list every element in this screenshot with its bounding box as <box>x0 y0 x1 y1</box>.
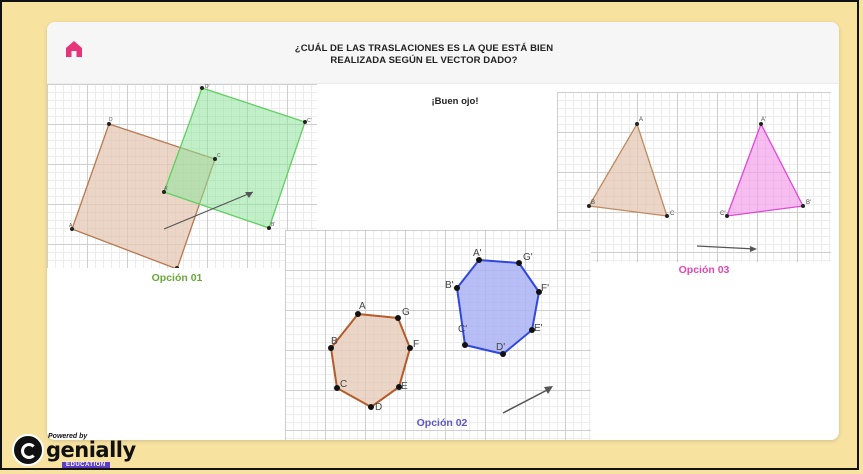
vertex-label: G <box>402 307 410 318</box>
vertex-label: D <box>109 117 113 123</box>
option-03-image[interactable]: A B C A' C' B' <box>557 92 831 262</box>
vertex-label: B <box>591 200 595 206</box>
option-03-label: Opción 03 <box>678 264 730 276</box>
vertex-label: A <box>639 117 643 123</box>
vertex-label: D' <box>496 342 505 353</box>
slide-card: ¿CUÁL DE LAS TRASLACIONES ES LA QUE ESTÁ… <box>47 22 839 440</box>
vertex-label: D' <box>205 84 210 90</box>
page-title: ¿CUÁL DE LAS TRASLACIONES ES LA QUE ESTÁ… <box>294 43 554 66</box>
education-badge: EDUCATION <box>62 462 110 468</box>
vertex-label: E' <box>534 323 543 334</box>
genially-logo-icon <box>12 434 44 466</box>
genially-brand: genially <box>46 438 136 462</box>
vertex-label: C <box>670 211 675 217</box>
vertex-label: B' <box>806 200 811 206</box>
vertex-label: A' <box>164 186 168 192</box>
vertex-label: D <box>375 402 382 413</box>
vertex-label: F' <box>541 283 549 294</box>
hint-text: ¡Buen ojo! <box>431 96 479 107</box>
vertex-label: B' <box>445 280 454 291</box>
vertex-label: G' <box>523 252 533 263</box>
option-02-image[interactable]: A G F E D C B A' G' F' E' D' C' B' <box>285 230 591 440</box>
option-01-image[interactable]: D C A D' C' A' B' <box>47 84 317 268</box>
genially-badge[interactable]: Powered by genially EDUCATION <box>10 432 136 472</box>
vertex-label: A' <box>761 117 766 123</box>
vertex-label: A <box>359 301 366 312</box>
vertex-label: C' <box>458 324 467 335</box>
vertex-label: C' <box>307 118 312 124</box>
option-02-label: Opción 02 <box>416 417 468 429</box>
slide-header: ¿CUÁL DE LAS TRASLACIONES ES LA QUE ESTÁ… <box>47 22 839 84</box>
vertex-label: A' <box>473 248 482 259</box>
option-01-label: Opción 01 <box>151 272 203 284</box>
vertex-label: A <box>69 223 73 229</box>
vertex-label: F <box>413 339 419 350</box>
vertex-label: C <box>217 153 221 159</box>
vertex-label: E <box>401 381 408 392</box>
vertex-label: B <box>331 336 338 347</box>
vertex-label: C <box>340 379 347 390</box>
vertex-label: B' <box>271 222 275 228</box>
vertex-label: C' <box>720 211 725 217</box>
powered-by-text: Powered by <box>48 433 88 440</box>
home-icon[interactable] <box>65 40 83 58</box>
